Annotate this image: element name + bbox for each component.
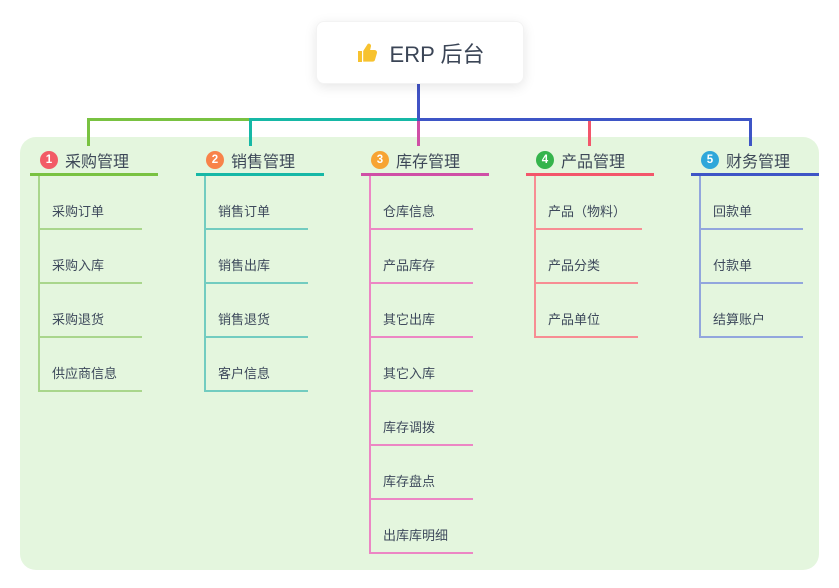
branch-index-badge: 4 (536, 150, 554, 169)
branch-header[interactable]: 4 产品管理 (526, 146, 654, 176)
branches-panel (20, 137, 819, 570)
branch-drop-line-1 (86, 118, 90, 146)
branch-children: 回款单付款单结算账户 (699, 176, 819, 338)
branch-drop-line-4 (587, 121, 591, 146)
branch-children: 仓库信息产品库存其它出库其它入库库存调拨库存盘点出库库明细 (369, 176, 489, 554)
child-node[interactable]: 产品分类 (536, 230, 638, 284)
root-title: ERP 后台 (389, 41, 485, 67)
child-label: 产品（物料） (548, 204, 627, 220)
branch-children: 采购订单采购入库采购退货供应商信息 (38, 176, 158, 392)
child-label: 销售出库 (218, 258, 271, 274)
child-node[interactable]: 采购退货 (40, 284, 142, 338)
child-label: 仓库信息 (383, 204, 436, 220)
child-label: 库存盘点 (383, 474, 436, 490)
child-label: 产品分类 (548, 258, 601, 274)
child-label: 采购订单 (52, 204, 105, 220)
child-label: 客户信息 (218, 366, 271, 382)
child-label: 销售订单 (218, 204, 271, 220)
child-label: 产品库存 (383, 258, 436, 274)
child-node[interactable]: 库存盘点 (371, 446, 473, 500)
branch-header[interactable]: 2 销售管理 (196, 146, 324, 176)
branch-children: 销售订单销售出库销售退货客户信息 (204, 176, 324, 392)
child-label: 其它出库 (383, 312, 436, 328)
child-node[interactable]: 付款单 (701, 230, 803, 284)
child-node[interactable]: 供应商信息 (40, 338, 142, 392)
child-node[interactable]: 客户信息 (206, 338, 308, 392)
branch-header[interactable]: 1 采购管理 (30, 146, 158, 176)
child-node[interactable]: 出库库明细 (371, 500, 473, 554)
child-node[interactable]: 采购入库 (40, 230, 142, 284)
branch-index-badge: 2 (206, 150, 224, 169)
branch-5: 5 财务管理回款单付款单结算账户 (691, 146, 819, 338)
branch-label: 销售管理 (231, 153, 296, 171)
branch-drop-line-5 (748, 118, 752, 146)
child-label: 结算账户 (713, 312, 766, 328)
child-node[interactable]: 销售退货 (206, 284, 308, 338)
child-label: 销售退货 (218, 312, 271, 328)
branch-label: 采购管理 (65, 153, 130, 171)
child-label: 库存调拨 (383, 420, 436, 436)
thumbs-up-icon (357, 43, 377, 62)
branch-2: 2 销售管理销售订单销售出库销售退货客户信息 (196, 146, 324, 392)
child-label: 出库库明细 (383, 528, 449, 544)
top-line-middle-segment (248, 118, 420, 121)
child-label: 采购入库 (52, 258, 105, 274)
root-stem-line (416, 82, 420, 121)
child-node[interactable]: 其它入库 (371, 338, 473, 392)
child-node[interactable]: 产品单位 (536, 284, 638, 338)
child-node[interactable]: 产品库存 (371, 230, 473, 284)
child-node[interactable]: 仓库信息 (371, 176, 473, 230)
child-node[interactable]: 回款单 (701, 176, 803, 230)
root-node[interactable]: ERP 后台 (316, 21, 524, 84)
branch-index-badge: 1 (40, 150, 58, 169)
branch-index-badge: 3 (371, 150, 389, 169)
child-label: 其它入库 (383, 366, 436, 382)
child-node[interactable]: 销售出库 (206, 230, 308, 284)
thumbs-up-path (357, 50, 362, 62)
branch-label: 库存管理 (396, 153, 461, 171)
child-node[interactable]: 结算账户 (701, 284, 803, 338)
child-node[interactable]: 采购订单 (40, 176, 142, 230)
top-line-right-segment (416, 118, 752, 121)
child-node[interactable]: 库存调拨 (371, 392, 473, 446)
child-node[interactable]: 销售订单 (206, 176, 308, 230)
branch-header[interactable]: 5 财务管理 (691, 146, 819, 176)
branch-drop-line-3 (416, 121, 420, 146)
branch-children: 产品（物料） 产品分类产品单位 (534, 176, 654, 338)
branch-4: 4 产品管理产品（物料） 产品分类产品单位 (526, 146, 654, 338)
child-node[interactable]: 其它出库 (371, 284, 473, 338)
top-line-left-segment (86, 118, 252, 121)
branch-3: 3 库存管理仓库信息产品库存其它出库其它入库库存调拨库存盘点出库库明细 (361, 146, 489, 554)
child-label: 回款单 (713, 204, 753, 220)
child-label: 付款单 (713, 258, 753, 274)
child-label: 采购退货 (52, 312, 105, 328)
branch-header[interactable]: 3 库存管理 (361, 146, 489, 176)
branch-1: 1 采购管理采购订单采购入库采购退货供应商信息 (30, 146, 158, 392)
branch-label: 产品管理 (561, 153, 626, 171)
branch-drop-line-2 (248, 118, 252, 146)
child-label: 供应商信息 (52, 366, 118, 382)
branch-label: 财务管理 (726, 153, 791, 171)
child-node[interactable]: 产品（物料） (536, 176, 643, 230)
child-label: 产品单位 (548, 312, 601, 328)
branch-index-badge: 5 (701, 150, 719, 169)
